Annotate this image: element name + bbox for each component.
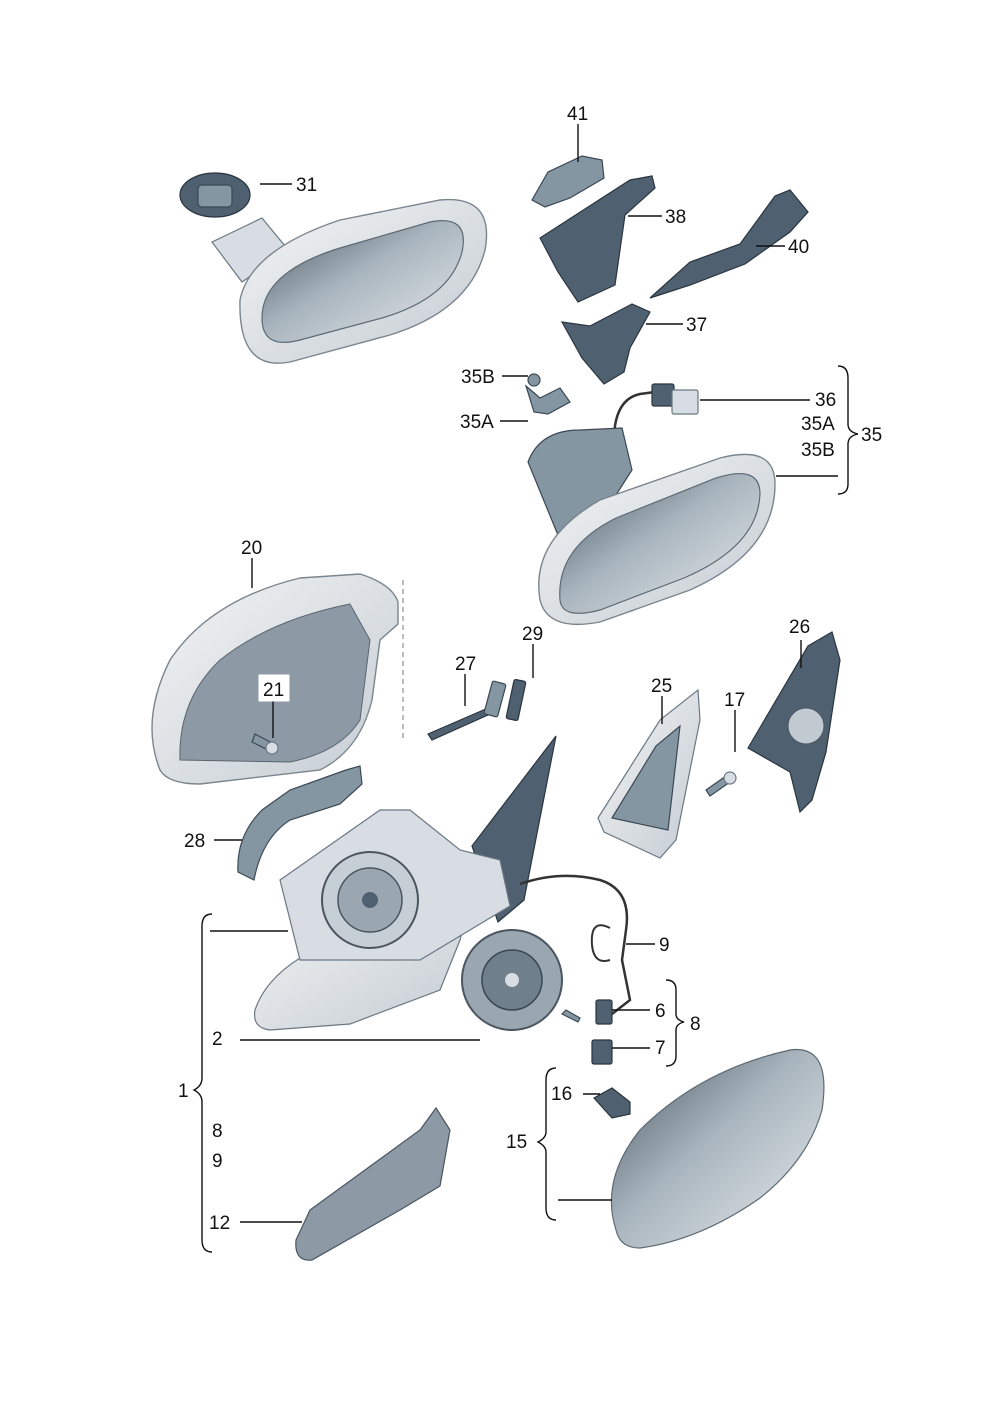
callout-9: 9: [659, 935, 670, 956]
callout-35A-left: 35A: [460, 412, 494, 433]
mirror-base-part: [597, 688, 701, 859]
interior-mirror-plain: [211, 198, 488, 364]
connector-clip-part: [505, 678, 527, 722]
leader-lines: [210, 124, 838, 1223]
turn-signal-part: [237, 765, 363, 881]
mount-clip-part: [179, 172, 251, 218]
callout-16: 16: [551, 1084, 572, 1105]
wiring-harness-part: [519, 874, 632, 1023]
callout-2: 2: [212, 1029, 223, 1050]
callout-29: 29: [522, 624, 543, 645]
callout-35A-right: 35A: [801, 414, 835, 435]
contact-housing-part: [591, 1039, 613, 1065]
callout-box-21: [258, 674, 290, 702]
brace-group-8: [665, 979, 685, 1067]
callout-35: 35: [861, 425, 882, 446]
callout-1: 1: [178, 1081, 189, 1102]
mirror-assembly-part: [253, 735, 557, 1031]
callout-31: 31: [296, 175, 317, 196]
callout-8: 8: [690, 1014, 701, 1035]
interior-mirror-wired: [524, 373, 776, 626]
sensor-holder-part: [531, 155, 605, 208]
callout-15: 15: [506, 1132, 527, 1153]
callout-36: 36: [815, 390, 836, 411]
callout-12: 12: [209, 1213, 230, 1234]
housing-cap-part: [295, 1106, 451, 1261]
callout-41: 41: [567, 104, 588, 125]
callout-38: 38: [665, 207, 686, 228]
cover-long-part: [649, 189, 809, 299]
callout-28: 28: [184, 831, 205, 852]
mirror-glass-part: [610, 1048, 825, 1249]
adjusting-plate-part: [461, 929, 563, 1031]
callout-35B-left: 35B: [461, 367, 495, 388]
trim-panel-part: [747, 631, 841, 814]
callout-8-left: 8: [212, 1121, 223, 1142]
cable-plug-part: [427, 680, 507, 741]
callout-labels: 41 31 38 40 37 35B 35A 36 35A 35B 35 20 …: [178, 104, 882, 1234]
cover-lower-part: [560, 303, 651, 385]
callout-6: 6: [655, 1001, 666, 1022]
callout-7: 7: [655, 1038, 666, 1059]
callout-40: 40: [788, 237, 809, 258]
bolt-part: [705, 771, 737, 797]
cover-upper-part: [539, 175, 656, 303]
callout-9-left: 9: [212, 1151, 223, 1172]
brace-group-1: [192, 913, 213, 1253]
brace-group-35: [837, 365, 859, 495]
connector-housing-part: [595, 999, 613, 1025]
screw-part: [251, 733, 279, 755]
callout-27: 27: [455, 654, 476, 675]
callout-25: 25: [651, 676, 672, 697]
callout-21: 21: [263, 680, 284, 701]
heating-connector-part: [593, 1087, 631, 1119]
callout-37: 37: [686, 315, 707, 336]
callout-20: 20: [241, 538, 262, 559]
callout-26: 26: [789, 617, 810, 638]
callout-17: 17: [724, 690, 745, 711]
callout-35B-right: 35B: [801, 440, 835, 461]
brace-group-15: [536, 1067, 557, 1221]
